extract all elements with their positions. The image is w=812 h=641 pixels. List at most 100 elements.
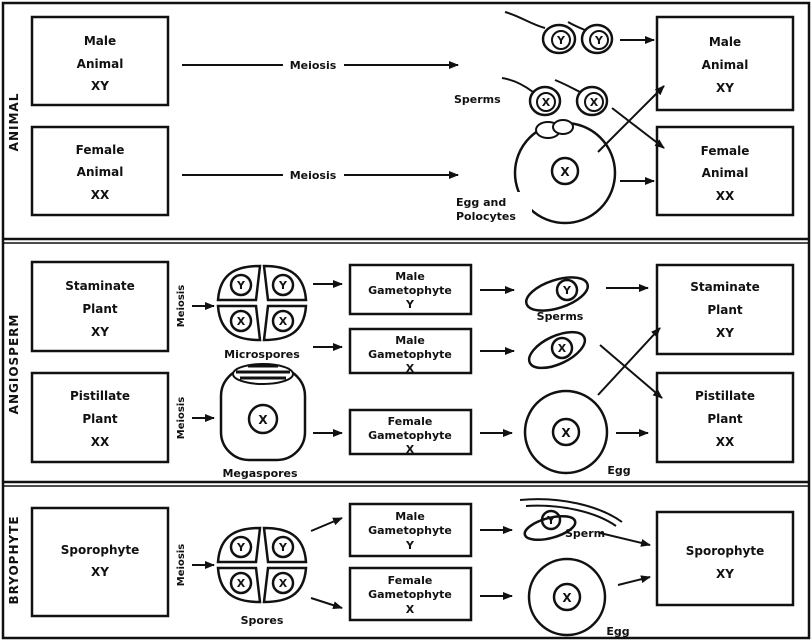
sperm-y-2: Y	[567, 21, 614, 55]
female-result-line3: XX	[716, 189, 735, 203]
spores-label: Spores	[241, 614, 284, 627]
male-gametophyte-y-box	[348, 263, 473, 316]
sporophyte-result-line2: XY	[716, 567, 734, 581]
female-gametophyte-box	[348, 408, 473, 456]
arrow-spermx-to-male	[597, 85, 665, 153]
staminate-result-line3: XY	[716, 326, 734, 340]
male-gam-y-line1: Male	[395, 270, 425, 283]
meiosis-angio-top-label: Meiosis	[176, 285, 187, 327]
staminate-result-line1: Staminate	[690, 280, 760, 294]
micro-letter-1: Y	[236, 279, 246, 292]
staminate-line2: Plant	[82, 302, 118, 316]
female-animal-line2: Animal	[77, 165, 124, 179]
pistillate-result-line3: XX	[716, 435, 735, 449]
meiosis-female-label: Meiosis	[290, 169, 337, 182]
spore-letter-4: X	[279, 577, 288, 590]
egg-label-bg	[452, 192, 532, 226]
male-animal-line3: XY	[91, 79, 109, 93]
pistillate-result-line1: Pistillate	[695, 389, 755, 403]
sporophyte-line1: Sporophyte	[61, 543, 139, 557]
staminate-result-box	[655, 263, 795, 356]
male-result-line3: XY	[716, 81, 734, 95]
male-result-line2: Animal	[702, 58, 749, 72]
bryo-male-gam-line1: Male	[395, 510, 425, 523]
arrow-angio-sperm-x-to-pistillate	[599, 344, 663, 399]
male-gam-y-line2: Gametophyte	[368, 284, 452, 297]
pistillate-plant-box	[30, 371, 170, 464]
sperm-x-2: X	[554, 79, 609, 117]
egg-label-line2: Polocytes	[456, 210, 516, 223]
bryo-male-gam-line2: Gametophyte	[368, 524, 452, 537]
section-label-animal: ANIMAL	[7, 93, 21, 152]
sperm-y-1: Y	[504, 11, 577, 55]
male-gametophyte-x-box	[348, 327, 473, 375]
angio-egg-label: Egg	[607, 464, 630, 477]
egg-label-line1: Egg and	[456, 196, 506, 209]
pistillate-line2: Plant	[82, 412, 118, 426]
angio-sperms-label: Sperms	[537, 310, 584, 323]
angio-egg-letter: X	[561, 426, 571, 440]
female-gam-line3: X	[406, 443, 415, 456]
arrow-spermx-to-female	[611, 107, 665, 149]
arrow-angio-egg-to-staminate	[597, 327, 661, 396]
spore-tetrad: Y Y X X	[216, 526, 308, 604]
meiosis-male-label: Meiosis	[290, 59, 337, 72]
male-animal-line2: Animal	[77, 57, 124, 71]
microspores-label: Microspores	[224, 348, 300, 361]
male-gam-y-line3: Y	[405, 298, 415, 311]
staminate-line3: XY	[91, 325, 109, 339]
bryo-sperm-label: Sperm	[565, 527, 605, 540]
female-animal-line3: XX	[91, 188, 110, 202]
sporophyte-result-line1: Sporophyte	[686, 544, 764, 558]
section-label-bryophyte: BRYOPHYTE	[7, 515, 21, 604]
sperm-x-1-letter: X	[542, 96, 551, 109]
bryo-female-gam-line2: Gametophyte	[368, 588, 452, 601]
mega-letter: X	[258, 413, 268, 427]
animal-egg: X	[513, 119, 617, 225]
female-result-line1: Female	[701, 144, 750, 158]
bryo-female-gam-line1: Female	[388, 574, 433, 587]
sporophyte-box	[30, 506, 170, 618]
arrow-spores-to-female	[310, 597, 343, 610]
male-animal-box	[30, 15, 170, 107]
micro-letter-4: X	[279, 315, 288, 328]
sporophyte-line2: XY	[91, 565, 109, 579]
female-result-line2: Animal	[702, 166, 749, 180]
male-result-line1: Male	[709, 35, 741, 49]
section-label-angiosperm: ANGIOSPERM	[7, 314, 21, 415]
male-animal-line1: Male	[84, 34, 116, 48]
bryo-male-gametophyte-box	[348, 502, 473, 558]
sperm-y-1-letter: Y	[556, 34, 566, 47]
micro-letter-3: X	[237, 315, 246, 328]
angio-sperm-y-letter: Y	[562, 284, 572, 297]
female-animal-line1: Female	[76, 143, 125, 157]
pistillate-result-box	[655, 371, 795, 464]
male-gam-x-line2: Gametophyte	[368, 348, 452, 361]
meiosis-angio-bottom-label: Meiosis	[176, 397, 187, 439]
bryo-female-gametophyte-box	[348, 566, 473, 622]
angio-egg: X	[523, 389, 609, 475]
bryo-male-gam-line3: Y	[405, 539, 415, 552]
bryo-sperm-letter: Y	[546, 514, 556, 527]
meiosis-bryo-label: Meiosis	[176, 544, 187, 586]
spore-letter-2: Y	[278, 541, 288, 554]
bryo-sperm: Y	[519, 498, 623, 542]
sperm-x-1: X	[501, 77, 562, 117]
angio-sperm-y: Y	[525, 276, 589, 312]
arrow-bryo-sperm-to-sporophyte	[599, 532, 651, 547]
male-gam-x-line3: X	[406, 362, 415, 375]
staminate-plant-box	[30, 260, 170, 353]
pistillate-result-line2: Plant	[707, 412, 743, 426]
bryo-egg-letter: X	[562, 591, 572, 605]
female-animal-box	[30, 125, 170, 217]
male-animal-result-box	[655, 15, 795, 112]
sperm-x-2-letter: X	[590, 96, 599, 109]
staminate-result-line2: Plant	[707, 303, 743, 317]
bryo-egg-label: Egg	[606, 625, 629, 638]
bryo-female-gam-line3: X	[406, 603, 415, 616]
angio-sperm-x: X	[527, 330, 587, 370]
bryo-egg: X	[527, 557, 607, 637]
staminate-line1: Staminate	[65, 279, 135, 293]
arrow-spores-to-male	[310, 517, 343, 532]
sperms-label: Sperms	[454, 93, 501, 106]
